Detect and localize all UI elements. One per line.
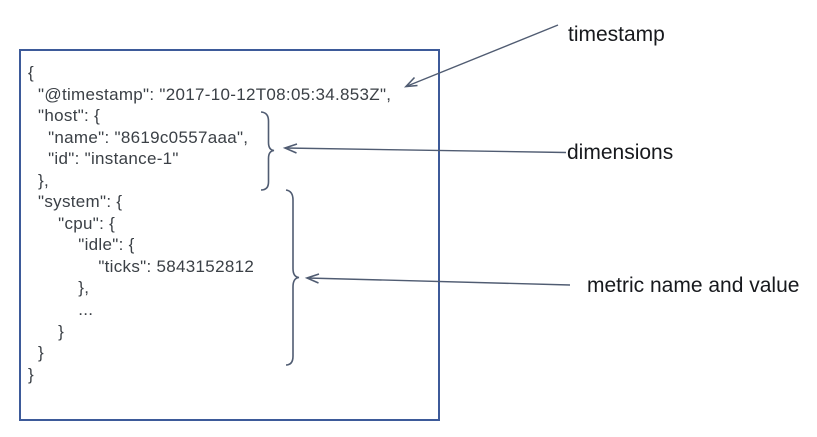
code-line-idle-open: "idle": { [28, 235, 135, 255]
code-line-host-close: }, [28, 170, 50, 190]
code-line-root-close: } [28, 364, 34, 384]
json-event-box [19, 49, 440, 421]
label-dimensions: dimensions [567, 141, 674, 164]
code-line-ticks: "ticks": 5843152812 [28, 256, 255, 276]
code-line-host-open: "host": { [28, 106, 101, 126]
code-line-ellipsis: ... [28, 300, 94, 320]
code-line-cpu-open: "cpu": { [28, 213, 116, 233]
label-timestamp: timestamp [568, 23, 665, 46]
code-line-cpu-close: } [28, 321, 65, 341]
code-line: { [28, 63, 34, 82]
code-line-system-open: "system": { [28, 192, 123, 212]
code-line-idle-close: }, [28, 278, 90, 298]
label-metric: metric name and value [587, 274, 800, 297]
json-code-block: { "@timestamp": "2017-10-12T08:05:34.853… [28, 62, 391, 385]
code-line-system-close: } [28, 343, 45, 363]
code-line-host-id: "id": "instance-1" [28, 149, 179, 169]
code-line-timestamp: "@timestamp": "2017-10-12T08:05:34.853Z"… [28, 84, 392, 104]
code-line-host-name: "name": "8619c0557aaa", [28, 127, 249, 147]
